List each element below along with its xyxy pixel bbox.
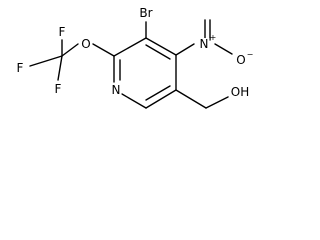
- molecule-canvas: Br O N + O − N OH F F F: [0, 0, 268, 134]
- atom-br: Br: [138, 6, 154, 20]
- atom-f-left: F: [15, 61, 25, 75]
- charge-minus: −: [246, 50, 254, 59]
- bond-layer: [29, 19, 233, 109]
- atom-oh: OH: [229, 85, 251, 99]
- bond-c3-c4-inner: [145, 44, 171, 60]
- bond-cf3-f-bottom: [57, 55, 63, 81]
- bond-cf3-f-left: [29, 55, 63, 67]
- atom-f-top: F: [57, 25, 67, 39]
- bond-o-cf3: [61, 43, 79, 57]
- charge-plus: +: [209, 33, 217, 42]
- bond-c3-c4: [145, 37, 177, 56]
- bond-c2-c3: [113, 37, 147, 57]
- atom-o-ether: O: [80, 37, 92, 51]
- bond-c2-o: [92, 43, 115, 57]
- bond-c5-ch2: [175, 89, 207, 109]
- atom-n-ring: N: [110, 83, 122, 97]
- bond-c6-n: [121, 93, 147, 109]
- bond-c4-n-nitro: [175, 43, 195, 56]
- atom-n-nitro: N: [198, 37, 210, 51]
- atom-f-bottom: F: [53, 82, 63, 96]
- atom-o-nitro: O: [235, 53, 247, 67]
- bond-ch2-oh: [205, 96, 229, 109]
- bond-c5-c6-inner: [145, 85, 171, 101]
- bond-nitro-o-minus: [214, 43, 233, 55]
- bond-c5-c6: [145, 89, 177, 109]
